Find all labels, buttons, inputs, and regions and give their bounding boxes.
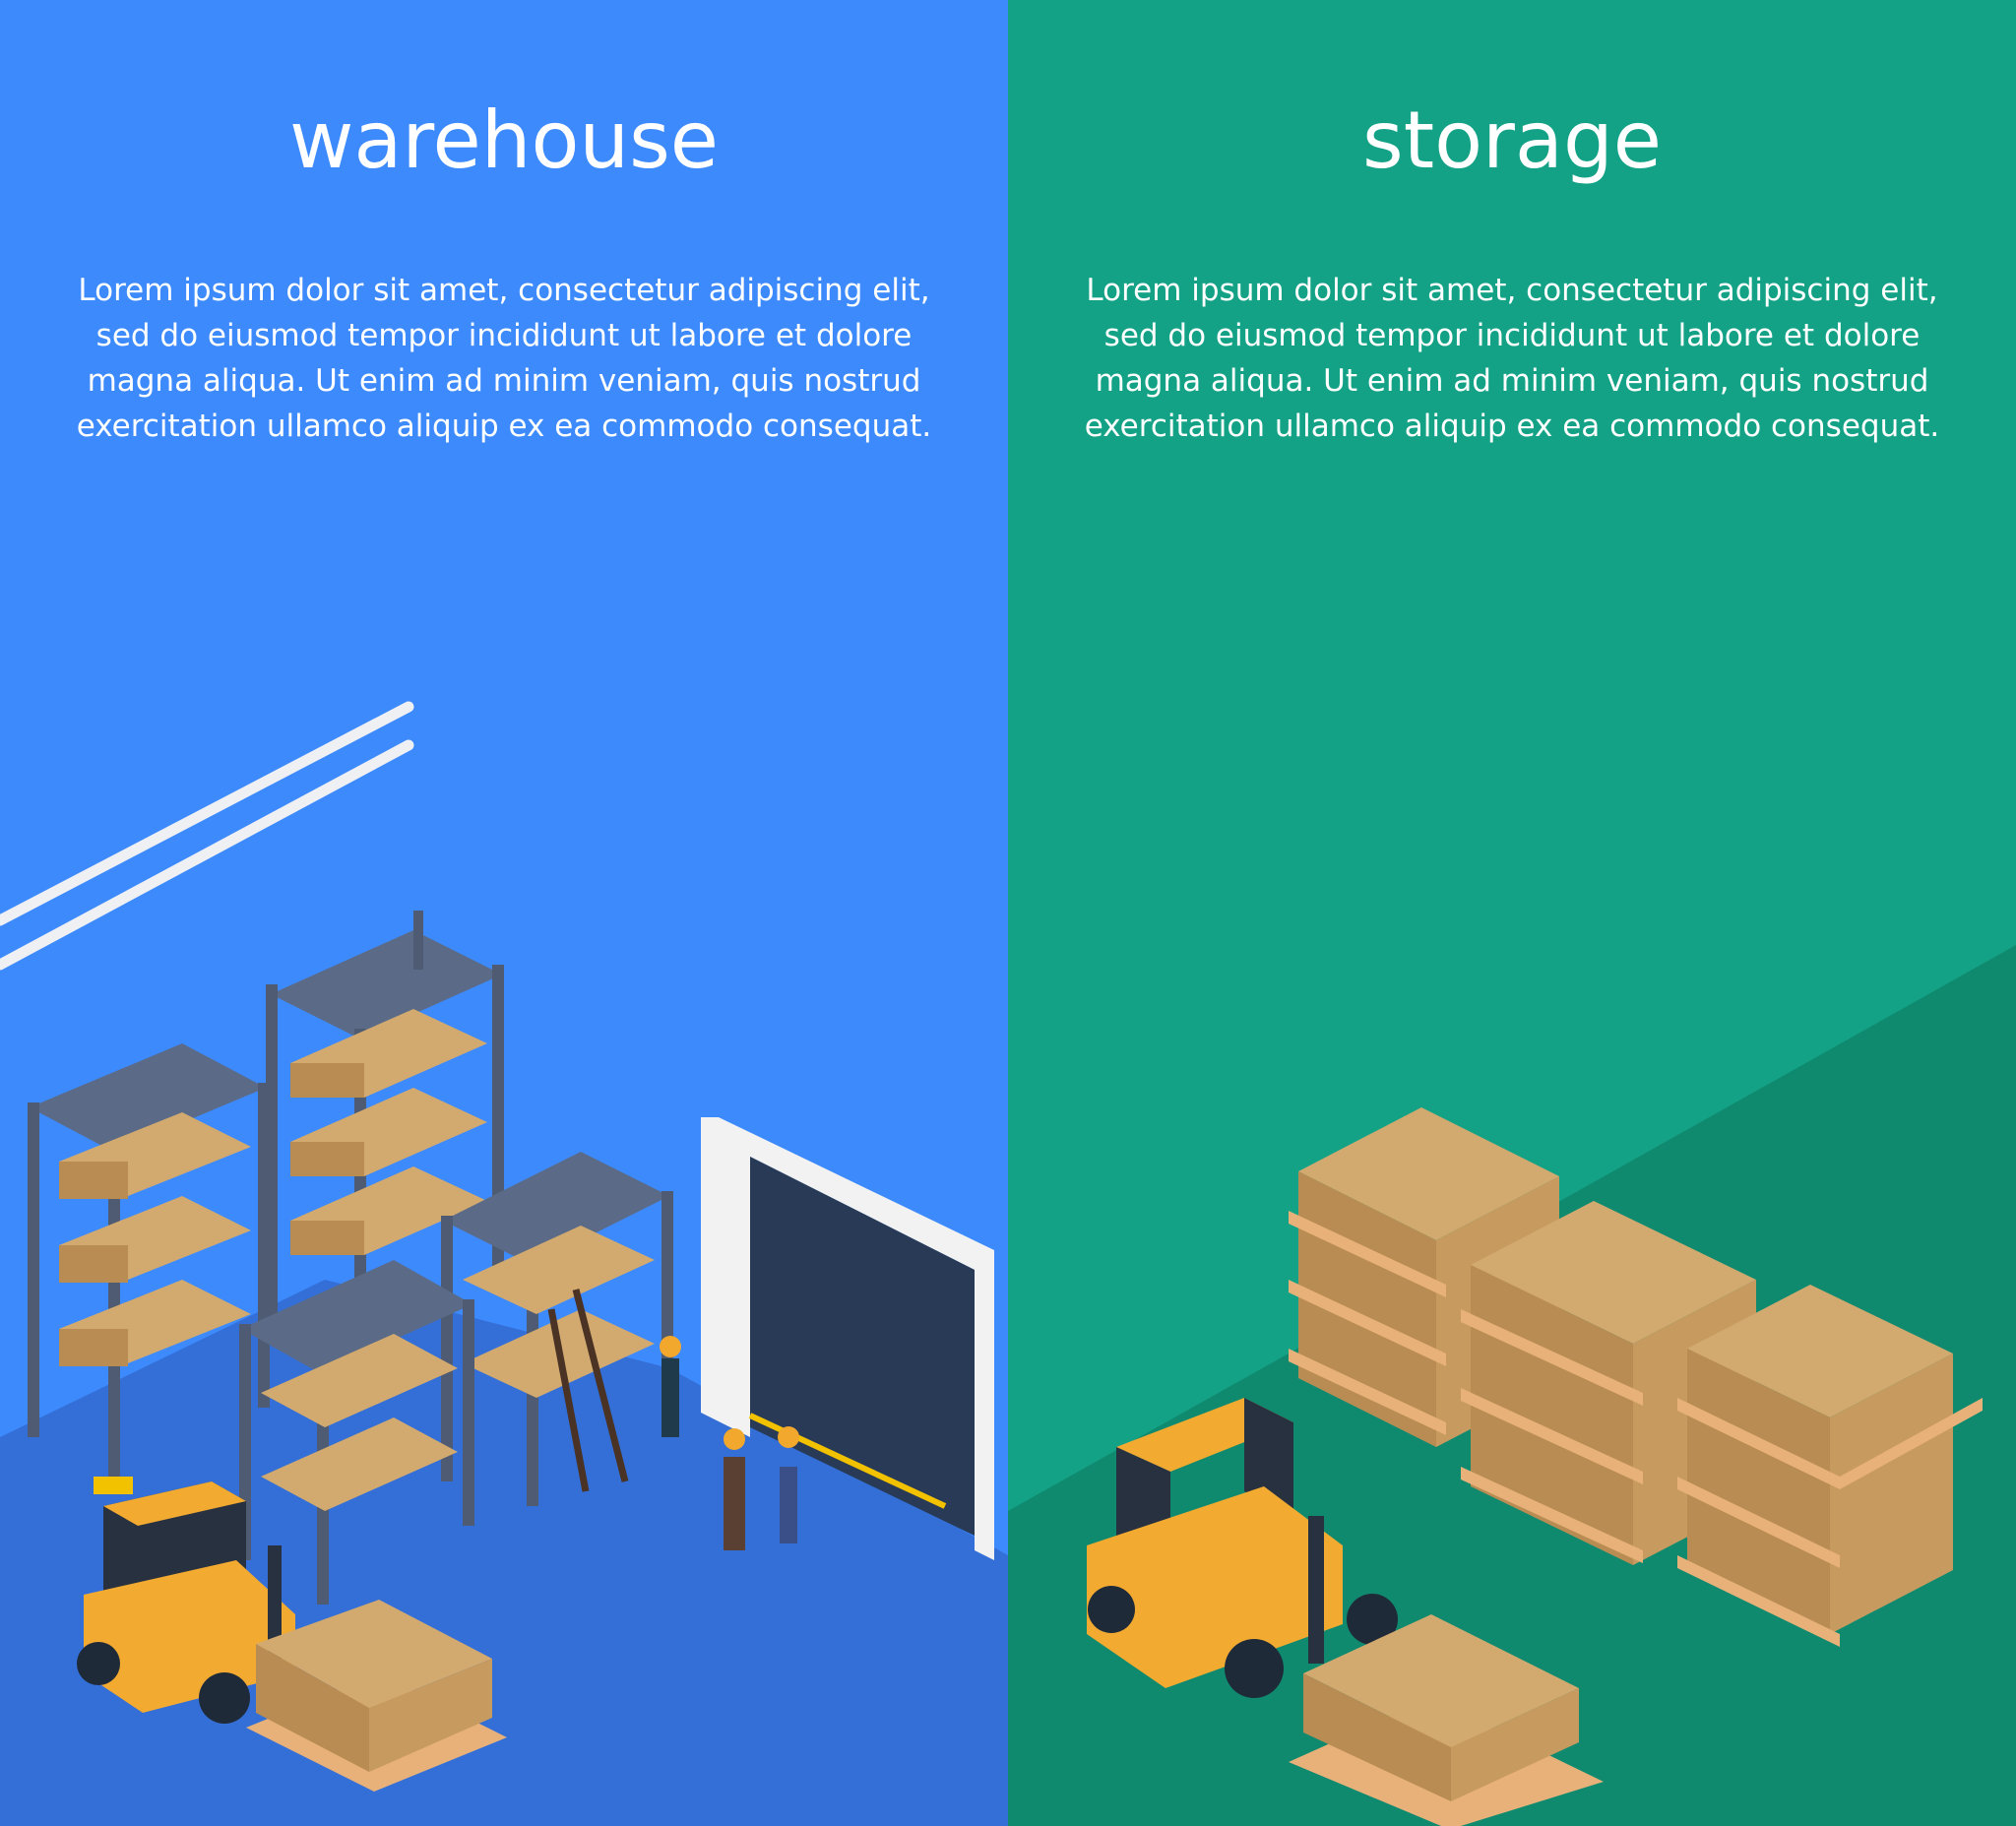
shelf-rack-icon: [441, 1152, 673, 1506]
warehouse-illustration-icon: [0, 701, 1008, 1826]
pallet-boxes-icon: [246, 1600, 507, 1792]
storage-panel: storage Lorem ipsum dolor sit amet, cons…: [1008, 0, 2016, 1826]
shelf-rack-icon: [239, 1260, 474, 1605]
storage-description: Lorem ipsum dolor sit amet, consectetur …: [1084, 273, 1940, 444]
pallet-boxes-icon: [1289, 1614, 1604, 1826]
warehouse-description: Lorem ipsum dolor sit amet, consectetur …: [76, 273, 932, 444]
warehouse-title: warehouse: [288, 94, 720, 186]
ladder-icon: [547, 1289, 629, 1492]
worker-icon: [660, 1336, 681, 1437]
ceiling-light-icon: [0, 739, 414, 971]
pallet-stack-icon: [1677, 1285, 1983, 1647]
forklift-icon: [77, 1481, 295, 1724]
forklift-icon: [1087, 1398, 1398, 1698]
ceiling-light-icon: [0, 701, 414, 926]
worker-icon: [778, 1426, 799, 1543]
shelf-rack-icon: [266, 911, 504, 1363]
warehouse-panel: warehouse Lorem ipsum dolor sit amet, co…: [0, 0, 1008, 1826]
worker-icon: [724, 1428, 745, 1550]
storage-title: storage: [1362, 94, 1662, 186]
storage-illustration-icon: [1008, 945, 2016, 1826]
shelf-rack-icon: [28, 1043, 270, 1494]
